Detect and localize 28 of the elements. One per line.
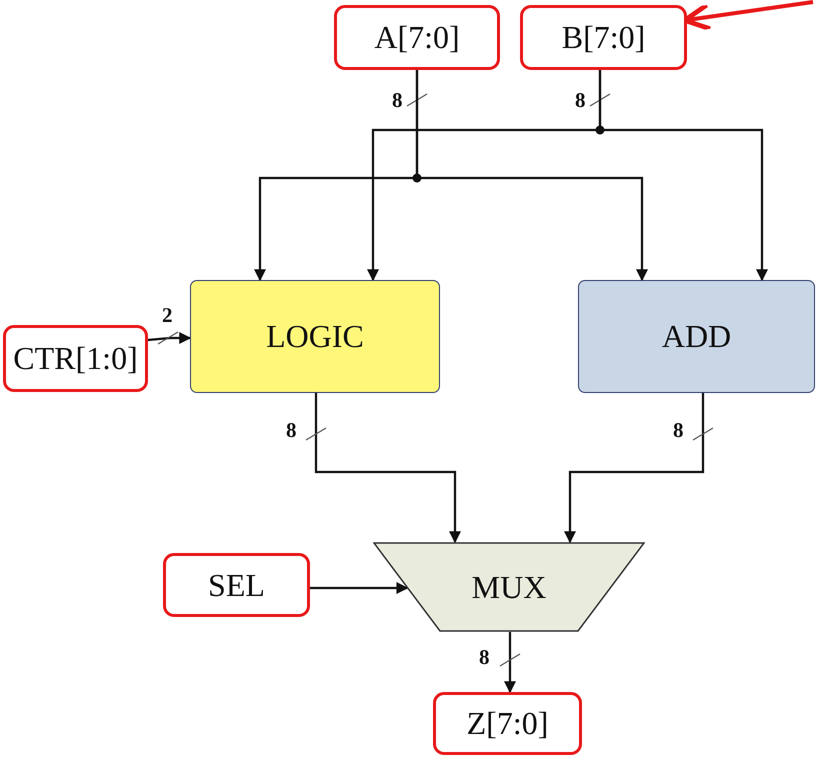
signal-name: B[7:0] [562,19,646,56]
signal-name: Z[7:0] [466,705,548,742]
signal-name: CTR[1:0] [13,340,138,377]
bus-width-label: 8 [286,420,296,441]
signal-box [163,553,310,617]
block-label: LOGIC [266,318,364,355]
signal-name: SEL [208,566,265,604]
signal-arrow [504,632,516,694]
signal-name: A[7:0] [374,19,460,56]
block-label: ADD [662,318,732,355]
signal-arrow [310,582,408,594]
signal-arrow [314,393,461,544]
bus-width-label: 8 [392,90,402,111]
signal-arrow [564,393,704,544]
bus-width-label: 8 [479,647,490,668]
bus-width-label: 8 [673,420,684,441]
signal-box [334,5,500,70]
block-box [578,280,815,393]
signal-arrow [598,70,768,282]
bus-width-label: 2 [162,305,172,326]
signal-arrow [416,70,648,282]
block-box [190,280,440,393]
signal-box [433,692,582,755]
signal-box [520,5,687,70]
bus-width-label: 8 [575,90,586,111]
signal-arrow [148,332,192,344]
signal-box [3,325,148,392]
block-label: MUX [472,568,546,606]
